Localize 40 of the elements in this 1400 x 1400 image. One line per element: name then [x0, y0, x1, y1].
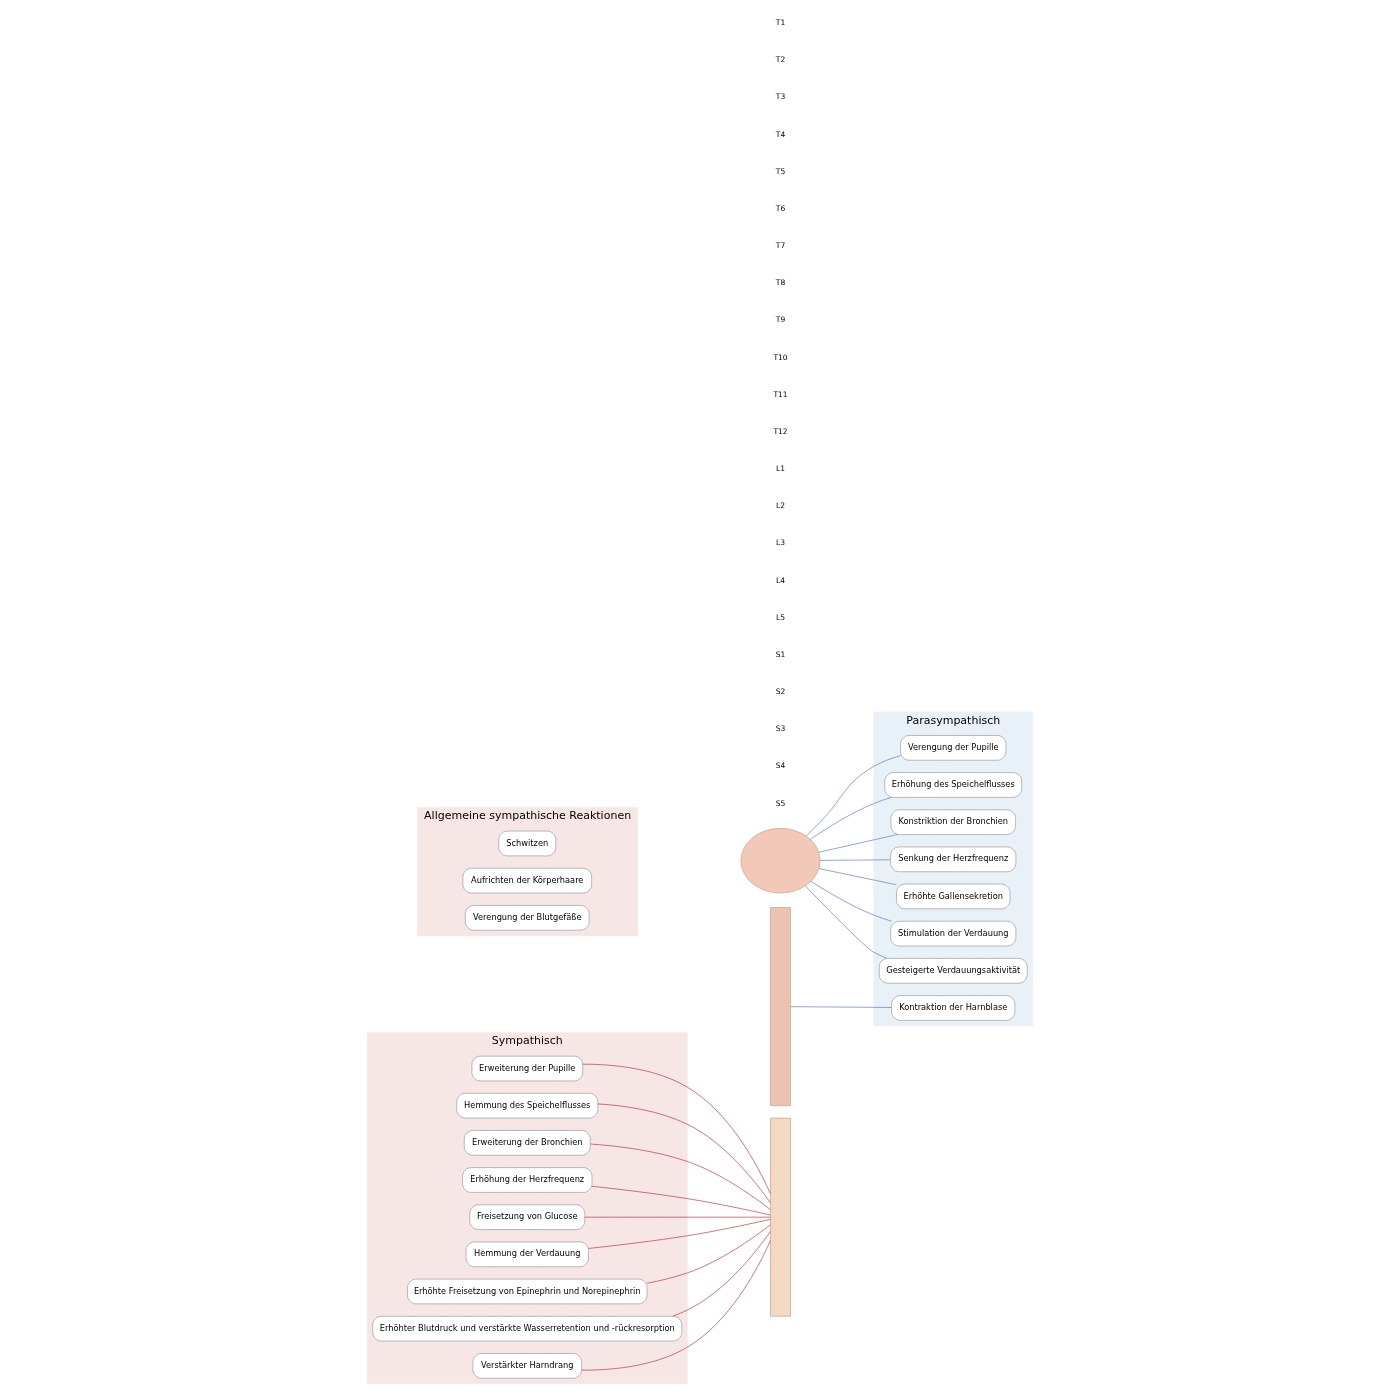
node-box: Verengung der Blutgefäße	[465, 905, 590, 931]
connector	[805, 885, 888, 959]
node-box: Erweiterung der Bronchien	[463, 1130, 591, 1156]
node-box: Freisetzung von Glucose	[469, 1204, 586, 1230]
connector	[584, 1216, 771, 1218]
node-circle	[740, 828, 821, 894]
node-box: Erhöhter Blutdruck und verstärkte Wasserretention und -rückresorption	[372, 1315, 683, 1342]
connector	[591, 1185, 771, 1216]
node-box: Erhöhung des Speichelflusses	[884, 772, 1023, 798]
node-box: Hemmung des Speichelflusses	[456, 1092, 599, 1119]
node-box: Konstriktion der Bronchien	[890, 809, 1016, 835]
connector	[806, 755, 901, 837]
node-box: Aufrichten der Körperhaare	[462, 867, 592, 894]
node-box: Verengung der Pupille	[900, 735, 1007, 761]
node-box: Erhöhte Freisetzung von Epinephrin und Norepinephrin	[407, 1278, 648, 1305]
connector	[818, 834, 898, 853]
node-box: Stimulation der Verdauung	[890, 920, 1017, 947]
node-box: Erweiterung der Pupille	[471, 1055, 583, 1082]
node-box: Erhöhte Gallensekretion	[896, 883, 1011, 910]
connector	[818, 868, 897, 886]
connector	[588, 1219, 771, 1249]
node-box: Schwitzen	[498, 830, 557, 857]
node-bar	[770, 907, 791, 1107]
connector	[581, 1240, 771, 1371]
connector	[582, 1063, 771, 1195]
connector	[819, 859, 891, 861]
node-box: Erhöhung der Herzfrequenz	[462, 1167, 593, 1193]
connector	[646, 1224, 771, 1284]
node-box: Verstärkter Harndrang	[472, 1353, 582, 1379]
node-box: Kontraktion der Harnblase	[891, 995, 1016, 1021]
connector	[809, 797, 892, 840]
connector	[597, 1103, 771, 1204]
node-box: Senkung der Herzfrequenz	[890, 846, 1017, 873]
node-bar	[770, 1117, 791, 1317]
connector	[790, 1006, 892, 1008]
connector	[810, 881, 893, 922]
connector	[590, 1143, 771, 1211]
node-box: Hemmung der Verdauung	[465, 1241, 589, 1268]
node-box: Gesteigerte Verdauungsaktivität	[878, 958, 1028, 984]
connector	[672, 1231, 771, 1317]
